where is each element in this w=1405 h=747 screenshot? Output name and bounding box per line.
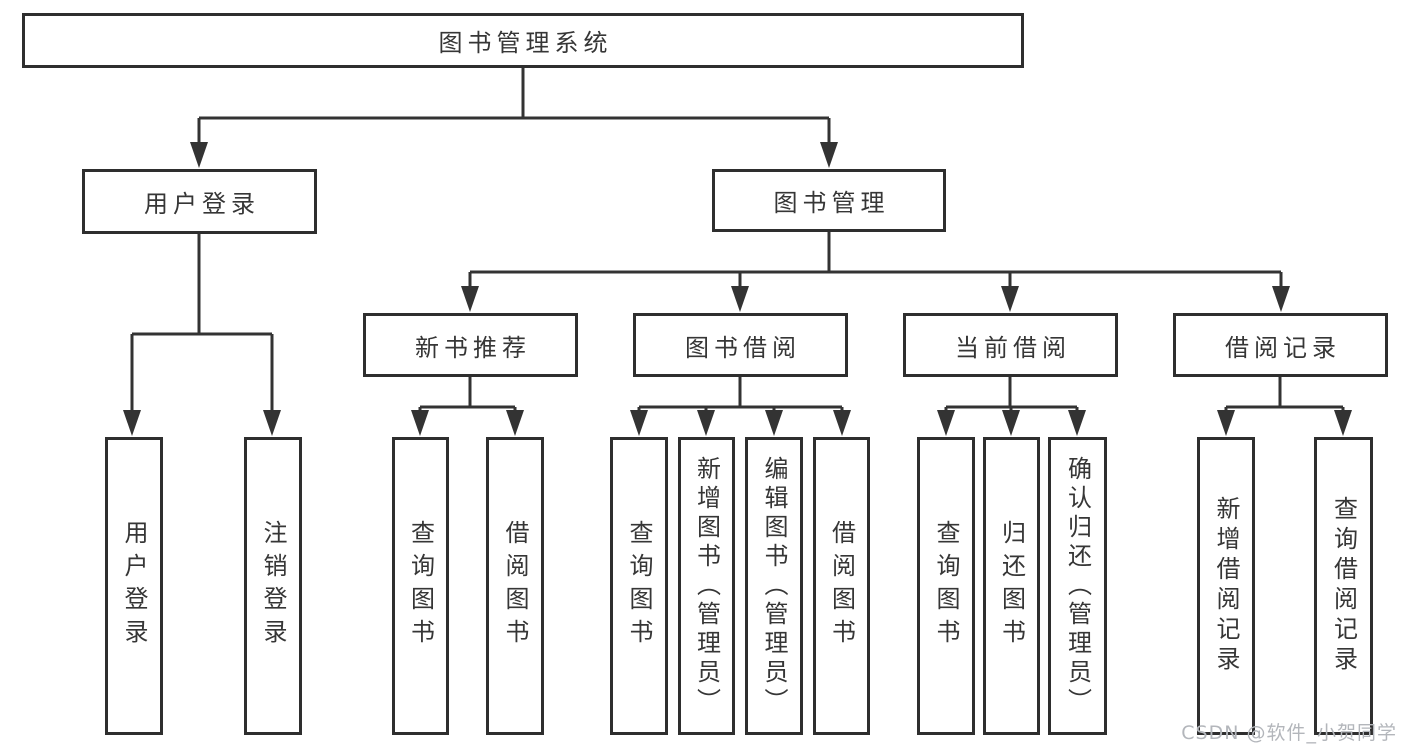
node-leaf-br-query-record: 查询借阅记录 bbox=[1314, 437, 1373, 735]
arrowheads bbox=[123, 142, 1352, 436]
node-leaf-cb-query-books: 查询图书 bbox=[917, 437, 975, 735]
node-borrow-records: 借阅记录 bbox=[1173, 313, 1388, 377]
node-current-borrow: 当前借阅 bbox=[903, 313, 1118, 377]
node-book-borrow-label: 图书借阅 bbox=[685, 333, 801, 362]
node-leaf-bb-add-books-admin: 新增图书（管理员） bbox=[678, 437, 735, 735]
node-leaf-cb-confirm-return-admin: 确认归还（管理员） bbox=[1048, 437, 1107, 735]
node-root-label: 图书管理系统 bbox=[438, 29, 613, 57]
node-book-borrow: 图书借阅 bbox=[633, 313, 848, 377]
node-new-book-recommend: 新书推荐 bbox=[363, 313, 578, 377]
node-user-login: 用户登录 bbox=[82, 169, 317, 234]
node-current-borrow-label: 当前借阅 bbox=[955, 333, 1071, 362]
node-leaf-cb-query-books-label: 查询图书 bbox=[932, 520, 960, 652]
node-leaf-cb-return-books-label: 归还图书 bbox=[997, 520, 1026, 652]
node-leaf-bb-edit-books-admin: 编辑图书（管理员） bbox=[745, 437, 803, 735]
node-leaf-bb-add-books-admin-label: 新增图书（管理员） bbox=[692, 455, 721, 717]
node-new-book-recommend-label: 新书推荐 bbox=[415, 333, 531, 362]
node-root: 图书管理系统 bbox=[22, 13, 1024, 68]
node-leaf-bb-query-books: 查询图书 bbox=[610, 437, 668, 735]
node-leaf-bb-borrow-books-label: 借阅图书 bbox=[827, 520, 856, 652]
node-leaf-user-login-label: 用户登录 bbox=[120, 520, 148, 652]
node-leaf-nb-borrow-books: 借阅图书 bbox=[486, 437, 544, 735]
node-leaf-user-login: 用户登录 bbox=[105, 437, 163, 735]
node-leaf-br-add-record-label: 新增借阅记录 bbox=[1212, 496, 1240, 676]
csdn-watermark: CSDN @软件_小贺同学 bbox=[1181, 722, 1397, 744]
node-leaf-cb-confirm-return-admin-label: 确认归还（管理员） bbox=[1063, 455, 1092, 717]
node-leaf-logout: 注销登录 bbox=[244, 437, 302, 735]
node-leaf-nb-query-books-label: 查询图书 bbox=[406, 520, 435, 652]
node-leaf-bb-query-books-label: 查询图书 bbox=[625, 520, 653, 652]
node-borrow-records-label: 借阅记录 bbox=[1225, 333, 1341, 362]
node-leaf-br-query-record-label: 查询借阅记录 bbox=[1329, 496, 1358, 676]
node-leaf-cb-return-books: 归还图书 bbox=[983, 437, 1040, 735]
node-leaf-nb-query-books: 查询图书 bbox=[392, 437, 449, 735]
node-book-management: 图书管理 bbox=[712, 169, 946, 232]
node-leaf-bb-edit-books-admin-label: 编辑图书（管理员） bbox=[760, 455, 788, 717]
node-book-management-label: 图书管理 bbox=[773, 189, 890, 217]
node-user-login-label: 用户登录 bbox=[144, 190, 260, 218]
node-leaf-logout-label: 注销登录 bbox=[259, 520, 287, 652]
node-leaf-br-add-record: 新增借阅记录 bbox=[1197, 437, 1255, 735]
node-leaf-bb-borrow-books: 借阅图书 bbox=[813, 437, 870, 735]
node-leaf-nb-borrow-books-label: 借阅图书 bbox=[501, 520, 529, 652]
